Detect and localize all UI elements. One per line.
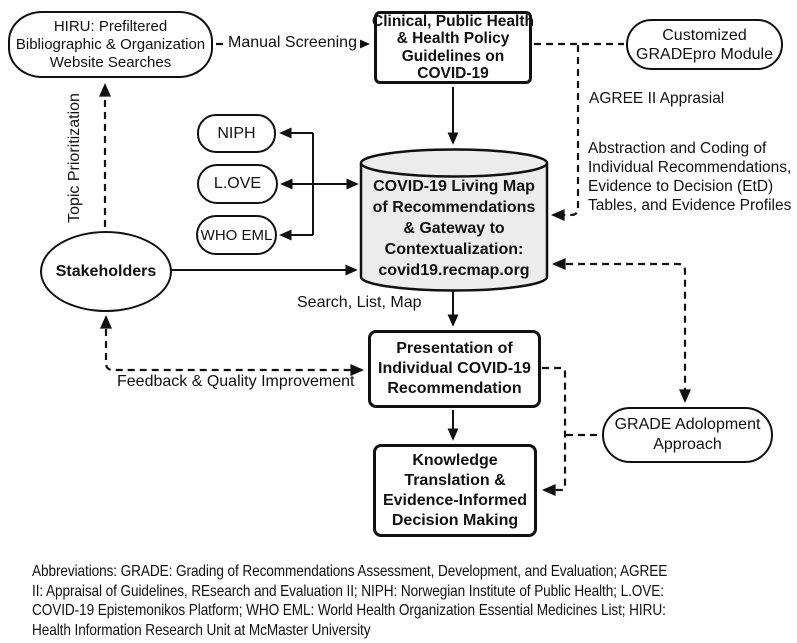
edge-label-feedback-quality: Feedback & Quality Improvement bbox=[117, 373, 355, 390]
node-niph-label: NIPH bbox=[217, 124, 256, 142]
node-niph: NIPH bbox=[197, 114, 276, 153]
node-love: L.OVE bbox=[197, 164, 278, 204]
node-livingmap-label: COVID-19 Living Map of Recommendations &… bbox=[372, 178, 536, 279]
node-gradepro-module-label: Customized GRADEpro Module bbox=[636, 26, 773, 63]
edge-label-search-list-map: Search, List, Map bbox=[297, 294, 422, 311]
edge-label-agree-appraisal: AGREE II Apprasial bbox=[589, 90, 725, 107]
edge-appraisal-abstraction-to-livingmap bbox=[550, 45, 580, 222]
node-knowledge-translation: Knowledge Translation & Evidence-Informe… bbox=[373, 444, 537, 537]
node-covid-guidelines: Clinical, Public Health & Health Policy … bbox=[372, 11, 534, 84]
livingmap-cylinder-shape bbox=[359, 148, 549, 292]
edge-label-abstraction-coding: Abstraction and Coding of Individual Rec… bbox=[588, 140, 792, 214]
node-knowledge-label: Knowledge Translation & Evidence-Informe… bbox=[382, 451, 528, 529]
edge-label-topic-prioritization: Topic Prioritization bbox=[66, 93, 83, 223]
node-love-label: L.OVE bbox=[213, 175, 262, 192]
edge-presentation-to-knowledge-dashed bbox=[541, 366, 567, 497]
edge-feedback-stakeholders-presentation-bidirectional bbox=[99, 314, 365, 377]
node-gradepro-module: Customized GRADEpro Module bbox=[626, 19, 783, 70]
edge-livingmap-adolopment-bidirectional bbox=[551, 257, 692, 404]
node-stakeholders-label: Stakeholders bbox=[55, 262, 157, 280]
node-stakeholders: Stakeholders bbox=[40, 231, 172, 312]
node-hiru-website-searches: HIRU: Prefiltered Bibliographic & Organi… bbox=[8, 11, 213, 78]
node-hiru-label: HIRU: Prefiltered Bibliographic & Organi… bbox=[15, 17, 206, 71]
node-presentation-label: Presentation of Individual COVID-19 Reco… bbox=[378, 340, 531, 397]
node-who-eml-label: WHO EML bbox=[200, 226, 273, 244]
abbreviations-footnote: Abbreviations: GRADE: Grading of Recomme… bbox=[32, 563, 668, 639]
node-presentation-recommendation: Presentation of Individual COVID-19 Reco… bbox=[368, 330, 541, 408]
edge-label-manual-screening: Manual Screening bbox=[225, 34, 360, 52]
node-who-eml: WHO EML bbox=[196, 215, 277, 255]
node-grade-adolopment-label: GRADE Adolopment Approach bbox=[614, 416, 761, 453]
node-grade-adolopment: GRADE Adolopment Approach bbox=[602, 407, 773, 463]
node-covid-guidelines-label: Clinical, Public Health & Health Policy … bbox=[372, 12, 534, 83]
